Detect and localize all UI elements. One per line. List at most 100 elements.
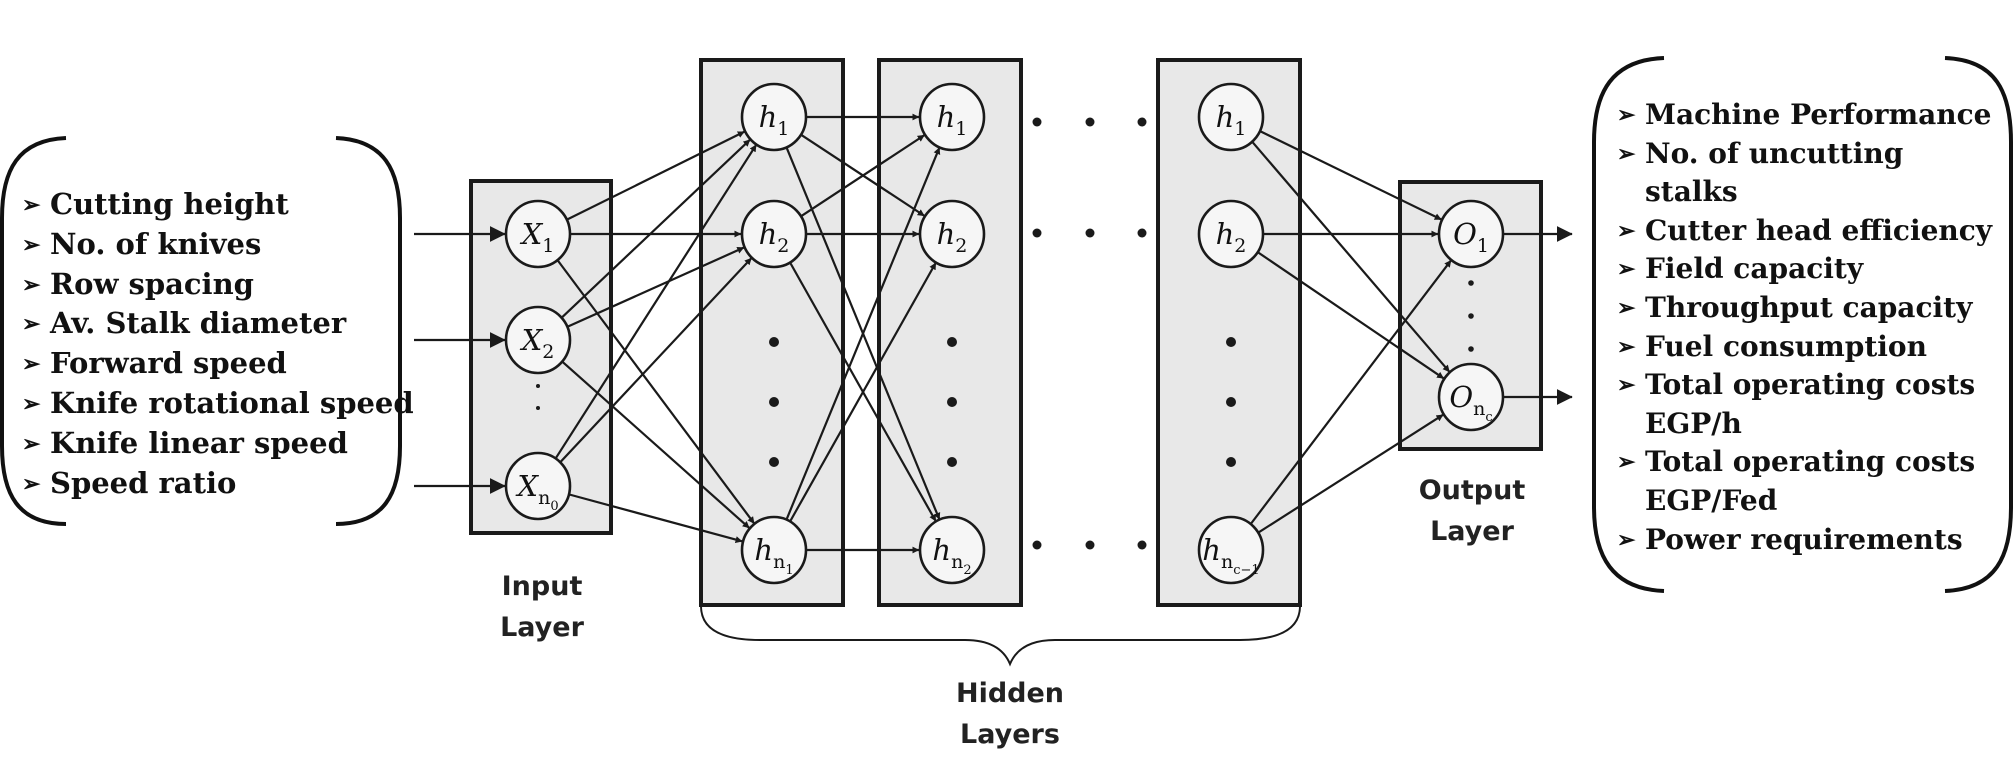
arrow-bullet-icon: ➢ bbox=[22, 311, 41, 338]
hidden2-node: hn2 bbox=[918, 515, 986, 585]
output-node: O1 bbox=[1437, 199, 1505, 269]
ellipsis-dot bbox=[769, 397, 779, 407]
hidden1-node-label: h2 bbox=[759, 217, 790, 257]
hidden-last-node: h1 bbox=[1197, 82, 1265, 152]
ellipsis-dot bbox=[1468, 313, 1474, 319]
arrow-bullet-icon: ➢ bbox=[22, 192, 41, 218]
input-caption-line1: Input bbox=[501, 571, 583, 602]
ellipsis-dot bbox=[536, 384, 540, 388]
hidden1-node: h1 bbox=[740, 82, 808, 152]
input-node: X2 bbox=[504, 305, 572, 375]
output-target-label: Field capacity bbox=[1645, 252, 1864, 286]
arrow-bullet-icon: ➢ bbox=[1617, 372, 1636, 399]
input-feature-item: ➢Speed ratio bbox=[22, 464, 414, 504]
arrow-bullet-icon: ➢ bbox=[1617, 333, 1636, 360]
ellipsis-dot bbox=[536, 406, 540, 410]
output-node-circle bbox=[1437, 199, 1505, 269]
input-node: X1 bbox=[504, 199, 572, 269]
input-node-circle bbox=[504, 305, 572, 375]
output-node-circle bbox=[1437, 362, 1505, 432]
input-layer-caption: Input Layer bbox=[467, 566, 617, 648]
edge-input-to-hidden1 bbox=[559, 257, 753, 464]
input-feature-label: No. of knives bbox=[50, 226, 262, 261]
ellipsis-dot bbox=[1085, 540, 1095, 550]
ellipsis-dot bbox=[1085, 228, 1095, 238]
input-node-label: X1 bbox=[520, 217, 555, 257]
input-feature-item: ➢ Av. Stalk diameter bbox=[22, 304, 414, 344]
input-feature-item: ➢ No. of knives bbox=[22, 225, 414, 265]
edge-input-to-hidden1 bbox=[560, 138, 751, 319]
hidden2-node-label: h2 bbox=[937, 217, 968, 257]
arrow-bullet-icon: ➢ bbox=[22, 390, 41, 417]
hidden-layers-caption: Hidden Layers bbox=[920, 673, 1100, 755]
hidden1-node-circle bbox=[740, 515, 808, 585]
input-feature-label: Forward speed bbox=[50, 346, 287, 381]
input-node-label: Xn0 bbox=[515, 469, 558, 514]
arrow-bullet-icon: ➢ bbox=[22, 231, 41, 258]
input-feature-item: ➢ Cutting height bbox=[22, 185, 414, 225]
output-target-continuation: EGP/h bbox=[1645, 406, 1742, 440]
ellipsis-dot bbox=[947, 457, 957, 467]
output-target-label: Total operating costs bbox=[1645, 368, 1976, 402]
hidden2-node: h2 bbox=[918, 199, 986, 269]
ellipsis-dot bbox=[1137, 540, 1147, 550]
output-target-label: Power requirements bbox=[1645, 522, 1963, 556]
arrow-bullet-icon: ➢ bbox=[1617, 526, 1636, 553]
input-feature-item: ➢Knife rotational speed bbox=[22, 384, 414, 424]
output-list-bracket-right bbox=[1944, 56, 2013, 593]
input-features-list: ➢ Cutting height ➢ No. of knives ➢Row spacin… bbox=[22, 185, 414, 503]
hidden-last-node-label: hnc−1 bbox=[1202, 533, 1259, 578]
hidden-caption-line1: Hidden bbox=[955, 678, 1065, 709]
input-feature-item: ➢Row spacing bbox=[22, 265, 414, 305]
hidden-caption-line2: Layers bbox=[960, 719, 1060, 750]
output-target-label: Fuel consumption bbox=[1645, 329, 1927, 363]
hidden2-node-label: h1 bbox=[937, 100, 968, 140]
edge-hidden-to-output bbox=[1259, 130, 1442, 221]
hidden1-node-label: h1 bbox=[759, 100, 790, 140]
ellipsis-dot bbox=[769, 457, 779, 467]
hidden1-node: hn1 bbox=[740, 515, 808, 585]
output-caption-line2: Layer bbox=[1430, 516, 1514, 547]
hidden-last-node-circle bbox=[1197, 199, 1265, 269]
output-target-item: ➢Cutter head efficiency bbox=[1617, 212, 1992, 251]
output-target-label: Total operating costs bbox=[1645, 445, 1976, 479]
output-target-item: ➢ Fuel consumption bbox=[1617, 328, 1992, 367]
output-target-label: Machine Performance bbox=[1645, 98, 1992, 131]
output-node-label: O1 bbox=[1453, 217, 1489, 257]
hidden1-node-label: hn1 bbox=[754, 533, 793, 578]
ellipsis-dot bbox=[1032, 540, 1042, 550]
arrow-bullet-icon: ➢ bbox=[1617, 256, 1636, 283]
edge-hidden-to-output bbox=[1257, 413, 1444, 534]
ellipsis-dot bbox=[947, 397, 957, 407]
output-target-item: ➢ Total operating costs bbox=[1617, 366, 1992, 405]
output-target-label: No. of uncutting bbox=[1645, 136, 1904, 170]
output-target-label: Throughput capacity bbox=[1645, 290, 1973, 324]
hidden-last-node-label: h2 bbox=[1216, 217, 1247, 257]
input-node-label: X2 bbox=[520, 323, 555, 363]
ellipsis-dot bbox=[1137, 117, 1147, 127]
arrow-bullet-icon: ➢ bbox=[22, 430, 41, 457]
ellipsis-dot bbox=[1226, 397, 1236, 407]
output-target-item: ➢ Field capacity bbox=[1617, 250, 1992, 289]
input-feature-label: Av. Stalk diameter bbox=[50, 306, 347, 341]
edge-hidden-to-output bbox=[1256, 251, 1445, 380]
input-feature-label: Cutting height bbox=[50, 187, 289, 221]
hidden-last-node: hnc−1 bbox=[1197, 515, 1265, 585]
output-caption-line1: Output bbox=[1418, 475, 1526, 506]
ellipsis-dot bbox=[769, 337, 779, 347]
arrow-bullet-icon: ➢ bbox=[1617, 449, 1636, 476]
output-target-item: ➢Throughput capacity bbox=[1617, 289, 1992, 328]
hidden2-node-circle bbox=[918, 199, 986, 269]
edge-hidden1-to-hidden2 bbox=[800, 134, 926, 218]
arrow-bullet-icon: ➢ bbox=[22, 470, 41, 497]
output-target-label: Cutter head efficiency bbox=[1645, 213, 1993, 247]
ellipsis-dot bbox=[1468, 346, 1474, 352]
ellipsis-dot bbox=[1226, 457, 1236, 467]
output-node-label: Onc bbox=[1449, 380, 1492, 425]
hidden1-node-circle bbox=[740, 199, 808, 269]
output-target-item: ➢ Total operating costs bbox=[1617, 443, 1992, 482]
